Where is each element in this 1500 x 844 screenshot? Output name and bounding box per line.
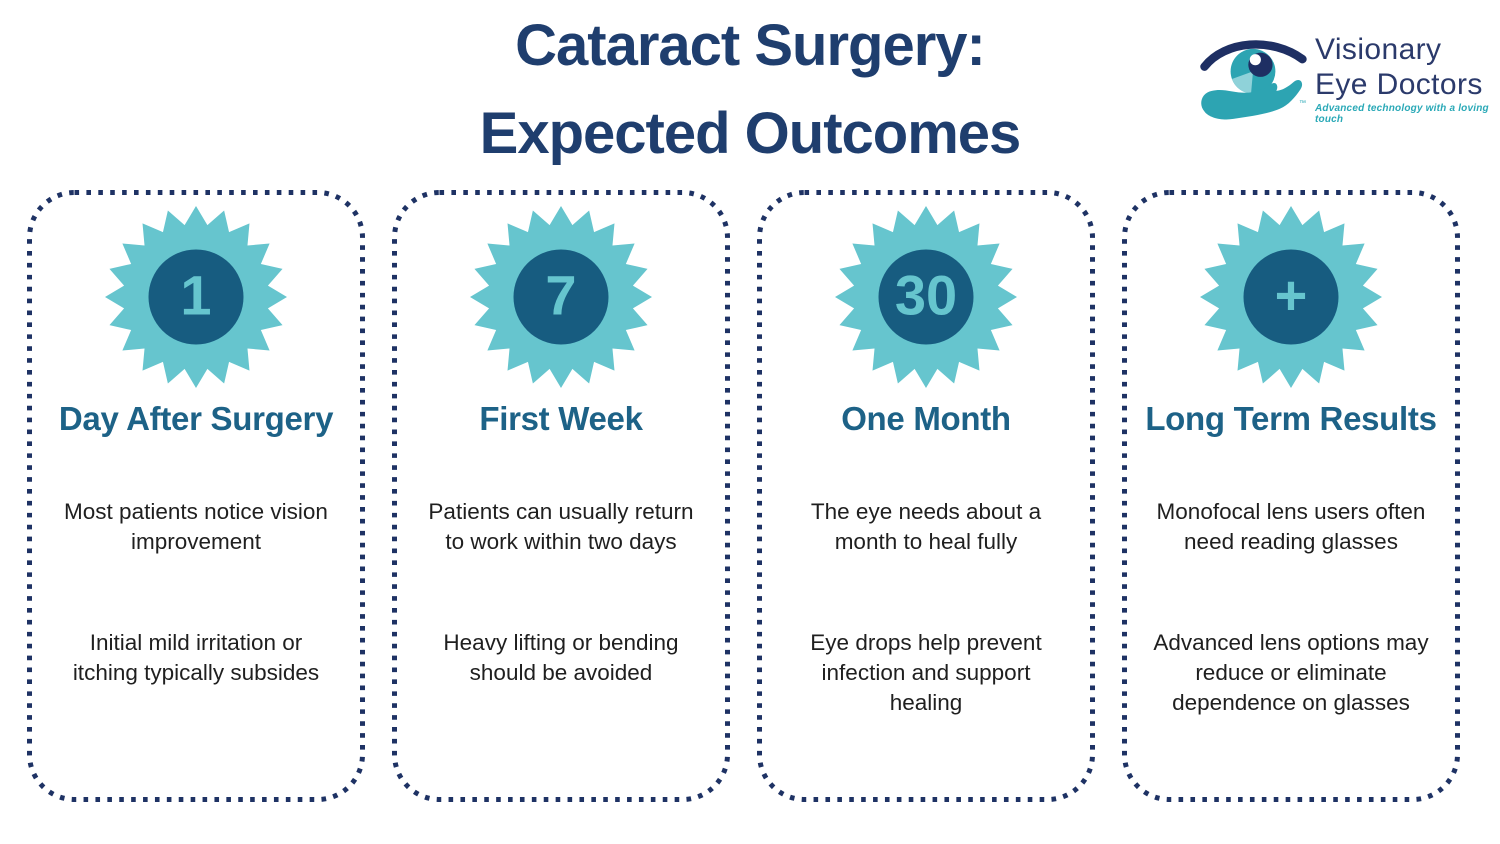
dotted-border <box>1122 190 1460 802</box>
eyebrow-shape <box>1200 40 1307 71</box>
logo-name-line-2: Eye Doctors <box>1315 68 1483 101</box>
card-paragraph-2: Eye drops help prevent infection and sup… <box>810 630 1042 715</box>
plus-badge: + <box>1200 206 1382 388</box>
page-title: Cataract Surgery: Expected Outcomes <box>0 2 1500 178</box>
dotted-border <box>757 190 1095 802</box>
badge-plus-icon: + <box>1274 263 1308 327</box>
visionary-eye-doctors-logo: Visionary Eye Doctors ™ Advanced technol… <box>1197 26 1497 130</box>
dotted-border <box>27 190 365 802</box>
card-paragraph-1: The eye needs about a month to heal full… <box>810 499 1042 554</box>
badge-circle: 1 <box>148 249 244 345</box>
badge-number: 1 <box>180 263 212 327</box>
card-paragraph-2: Heavy lifting or bending should be avoid… <box>443 630 679 685</box>
card-heading: Long Term Results <box>1145 400 1437 437</box>
card-paragraph-1: Patients can usually return to work with… <box>428 499 694 554</box>
card-paragraph-1: Monofocal lens users often need reading … <box>1156 499 1426 554</box>
card-heading: First Week <box>479 400 643 437</box>
page-title-line-1: Cataract Surgery: <box>515 13 986 78</box>
eye-in-hand-icon <box>1200 40 1307 120</box>
iris-highlight-wedge <box>1231 71 1253 94</box>
logo-tagline: Advanced technology with a loving touch <box>1315 103 1489 125</box>
day-1-badge: 1 <box>105 206 287 388</box>
logo-wordmark: Visionary Eye Doctors <box>1315 32 1483 102</box>
trademark-symbol: ™ <box>1299 100 1306 107</box>
badge-number: 30 <box>894 263 958 327</box>
card-paragraph-1: Most patients notice vision improvement <box>64 499 328 554</box>
card-heading: Day After Surgery <box>58 400 334 437</box>
badge-circle: 30 <box>878 249 974 345</box>
card-paragraph-2: Advanced lens options may reduce or elim… <box>1153 630 1429 715</box>
card-long-term-results: + Long Term Results Monofocal lens users… <box>1122 190 1460 802</box>
page-title-line-2: Expected Outcomes <box>479 101 1022 166</box>
logo-name-line-1: Visionary <box>1315 33 1442 66</box>
badge-circle: 7 <box>513 249 609 345</box>
day-30-badge: 30 <box>835 206 1017 388</box>
badge-circle: + <box>1243 249 1339 345</box>
card-paragraph-2: Initial mild irritation or itching typic… <box>72 630 320 685</box>
day-7-badge: 7 <box>470 206 652 388</box>
badge-number: 7 <box>545 263 577 327</box>
card-one-month: 30 One Month The eye needs about a month… <box>757 190 1095 802</box>
card-heading: One Month <box>841 400 1011 437</box>
card-day-after-surgery: 1 Day After Surgery Most patients notice… <box>27 190 365 802</box>
card-first-week: 7 First Week Patients can usually return… <box>392 190 730 802</box>
timeline-cards: 1 Day After Surgery Most patients notice… <box>27 190 1460 802</box>
hand-shape <box>1201 80 1303 120</box>
pupil-glint <box>1249 54 1261 66</box>
dotted-border <box>392 190 730 802</box>
